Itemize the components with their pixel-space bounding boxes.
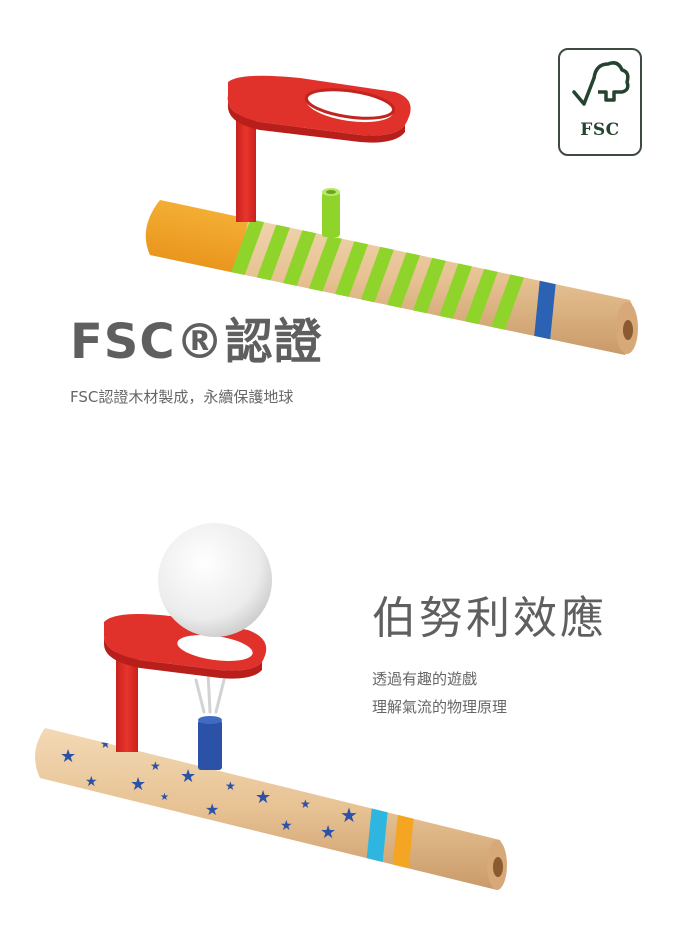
svg-text:★: ★: [320, 822, 336, 843]
section2-title: 伯努利效應: [372, 593, 607, 644]
svg-text:★: ★: [225, 779, 236, 793]
star-whistle-body: ★★ ★★ ★★ ★★ ★★ ★★ ★★ ★★: [35, 728, 507, 890]
section2-description-line-2: 理解氣流的物理原理: [372, 698, 508, 716]
section2-description-line-1: 透過有趣的遊戲: [372, 670, 478, 688]
foam-ball: [158, 523, 272, 637]
section2-description: 透過有趣的遊戲 理解氣流的物理原理: [372, 665, 507, 721]
section1-description: FSC認證木材製成，永續保護地球: [70, 388, 294, 406]
svg-text:★: ★: [255, 787, 271, 808]
svg-text:★: ★: [340, 803, 358, 827]
svg-text:★: ★: [240, 762, 249, 773]
svg-text:★: ★: [160, 792, 169, 803]
svg-text:★: ★: [85, 774, 98, 790]
svg-text:★: ★: [150, 759, 161, 773]
svg-text:★: ★: [205, 800, 219, 819]
section1-title: FSC®認證: [70, 314, 323, 370]
svg-text:★: ★: [300, 797, 311, 811]
svg-text:★: ★: [280, 818, 293, 834]
svg-text:★: ★: [305, 782, 314, 793]
fsc-logo: FSC: [558, 48, 642, 156]
svg-text:★: ★: [130, 774, 146, 795]
fsc-logo-label: FSC: [580, 120, 620, 140]
svg-text:★: ★: [60, 746, 76, 767]
striped-whistle-body: [145, 200, 638, 355]
fsc-tree-check-icon: [572, 61, 630, 106]
svg-text:★: ★: [180, 766, 196, 787]
svg-text:★: ★: [100, 737, 111, 751]
